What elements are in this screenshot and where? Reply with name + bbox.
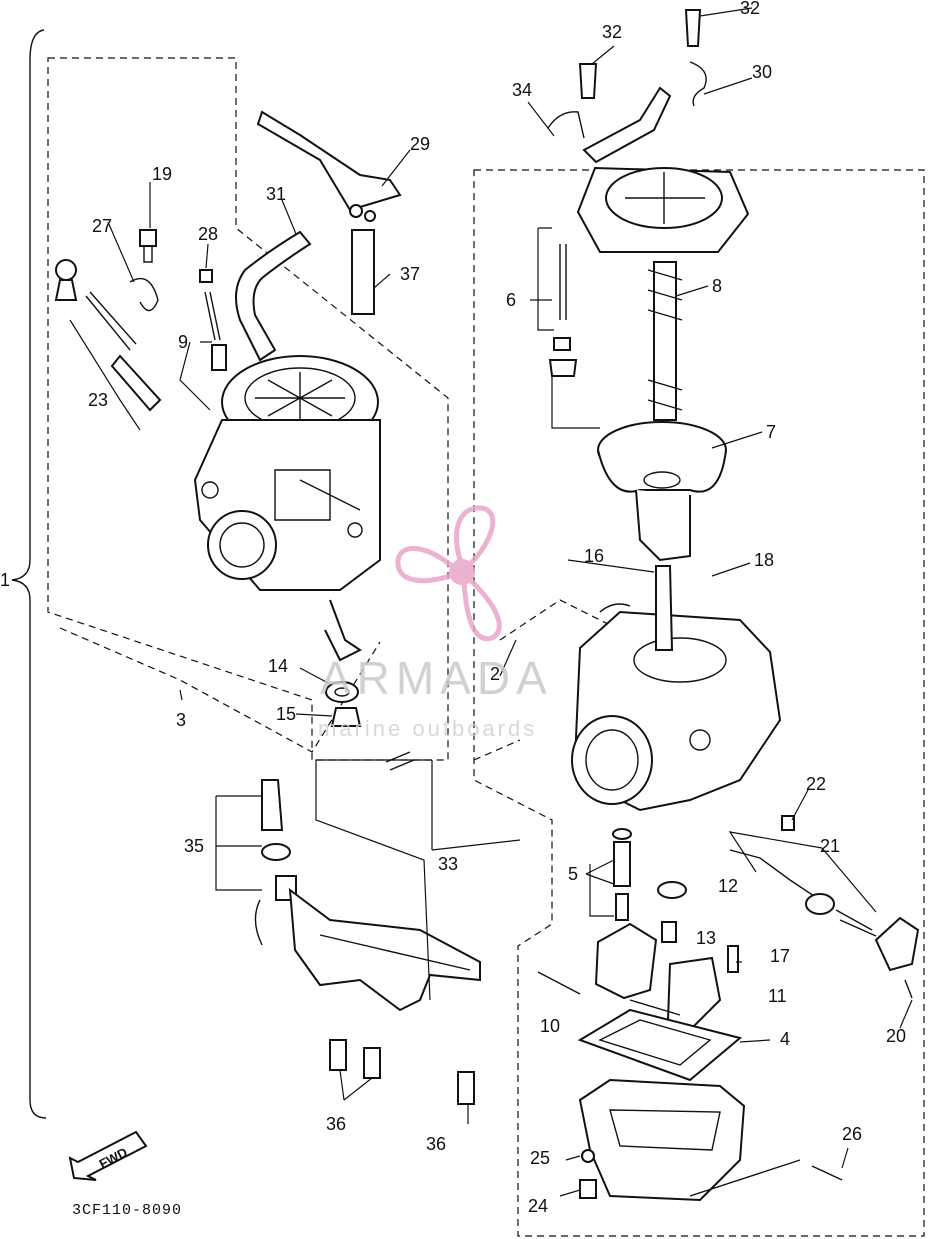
callout-11: 11: [768, 986, 787, 1006]
callout-37: 37: [400, 264, 420, 284]
callout-30: 30: [752, 62, 772, 82]
left-carburetor: [193, 355, 381, 662]
callout-12: 12: [718, 876, 738, 896]
logo-blade-right: [461, 576, 502, 642]
group-3-boundary: [59, 627, 381, 753]
callout-25: 25: [530, 1148, 550, 1168]
callout-8: 8: [712, 276, 722, 296]
propeller-logo-icon: [395, 505, 502, 642]
callout-17: 17: [770, 946, 790, 966]
callout-5: 5: [568, 864, 578, 884]
choke-plunger-parts: [729, 815, 920, 999]
callout-27: 27: [92, 216, 112, 236]
callout-13: 13: [696, 928, 716, 948]
callout-36-left: 36: [326, 1114, 346, 1134]
right-group-boundary: [473, 169, 925, 1237]
watermark-tagline: marine outboards: [318, 716, 537, 741]
right-lower-parts: [537, 828, 739, 995]
left-parts: [54, 229, 227, 412]
callout-22: 22: [806, 774, 826, 794]
callout-20: 20: [886, 1026, 906, 1046]
fuel-hose-parts: [235, 110, 402, 362]
callout-32-top: 32: [740, 0, 760, 18]
callout-24: 24: [528, 1196, 548, 1216]
left-lower-parts: [325, 681, 415, 771]
drawing-part-number: 3CF110-8090: [72, 1202, 182, 1219]
callout-23: 23: [88, 390, 108, 410]
callout-labels: 1 2 3 4 5 6 7 8 9 10 11 12 13 14 15 16 1…: [0, 0, 906, 1216]
callout-34: 34: [512, 80, 532, 100]
callout-31: 31: [266, 184, 286, 204]
callout-29: 29: [410, 134, 430, 154]
group-2-boundary: [473, 599, 611, 761]
callout-28: 28: [198, 224, 218, 244]
callout-33: 33: [438, 854, 458, 874]
callout-2: 2: [490, 664, 500, 684]
callout-14: 14: [268, 656, 288, 676]
callout-32-second: 32: [602, 22, 622, 42]
assembly-brace: [11, 29, 47, 1119]
watermark: ARMADA marine outboards: [318, 505, 553, 741]
callout-10: 10: [540, 1016, 560, 1036]
callout-36-right: 36: [426, 1134, 446, 1154]
diaphragm-piston: [597, 421, 727, 562]
callout-18: 18: [754, 550, 774, 570]
callout-15: 15: [276, 704, 296, 724]
right-carburetor-cover: [547, 9, 750, 253]
callout-1: 1: [0, 570, 10, 590]
callout-26: 26: [842, 1124, 862, 1144]
logo-blade-top: [453, 505, 496, 567]
callout-3: 3: [176, 710, 186, 730]
right-carburetor-body: [571, 565, 782, 812]
float-bowl: [577, 1008, 843, 1202]
callout-9: 9: [178, 332, 188, 352]
callout-35: 35: [184, 836, 204, 856]
watermark-brand: ARMADA: [320, 652, 553, 704]
callout-7: 7: [766, 422, 776, 442]
left-group-boundary: [47, 57, 449, 761]
forward-arrow-marker: FWD: [68, 1130, 148, 1181]
float-assembly: [594, 922, 722, 1032]
logo-hub: [449, 559, 475, 585]
mounting-bracket: [254, 779, 481, 1105]
callout-19: 19: [152, 164, 172, 184]
leader-lines: [69, 7, 913, 1197]
forward-label: FWD: [97, 1144, 130, 1171]
callout-6: 6: [506, 290, 516, 310]
needle-and-spring: [548, 244, 683, 421]
callout-21: 21: [820, 836, 840, 856]
callout-16: 16: [584, 546, 604, 566]
callout-4: 4: [780, 1029, 790, 1049]
logo-blade-left: [395, 545, 457, 584]
